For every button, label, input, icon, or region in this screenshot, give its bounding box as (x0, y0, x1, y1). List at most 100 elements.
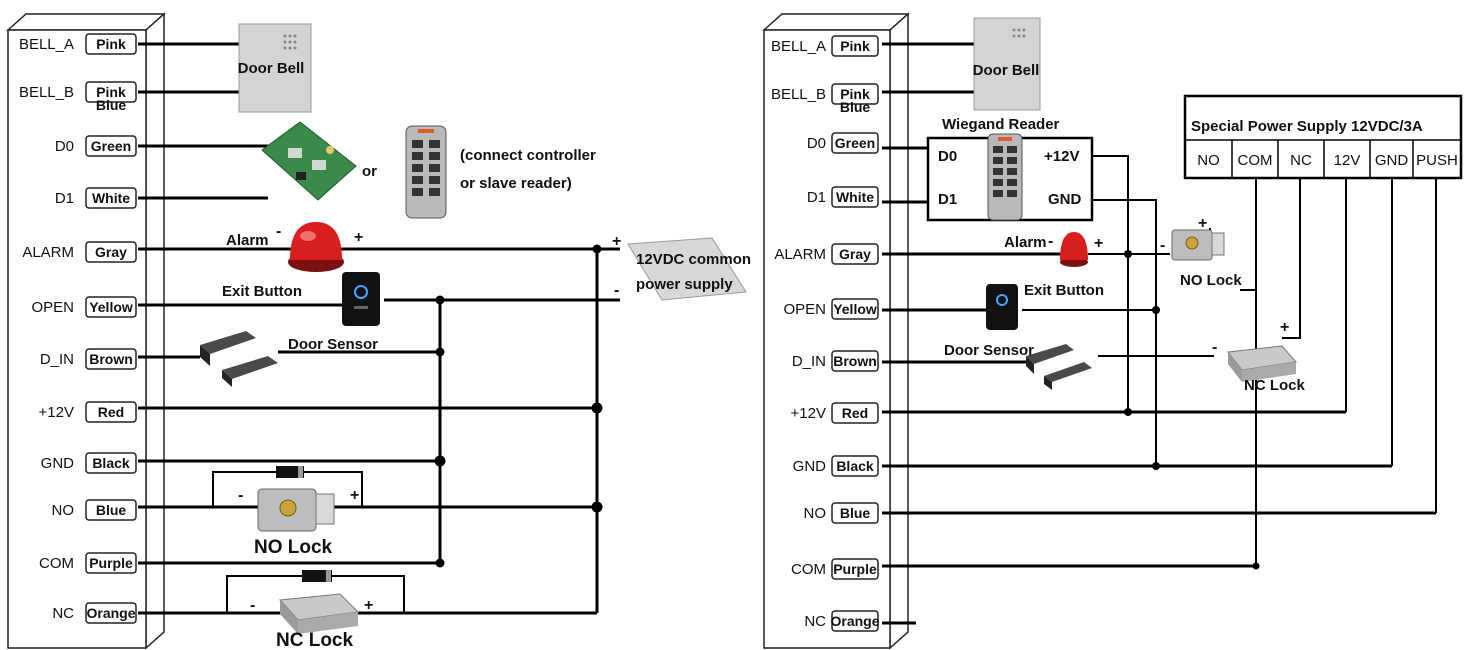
wire-color-label: Blue (96, 502, 127, 518)
wire-color-box (85, 187, 137, 209)
wiegand-d1-label: D1 (938, 191, 957, 208)
wire-color-label: Pink (96, 84, 126, 100)
terminal-name: COM (791, 561, 826, 578)
terminal-name: NC (52, 605, 74, 622)
door-sensor-icon (200, 331, 278, 387)
connect-note-line2: or slave reader) (460, 175, 572, 192)
terminal-row: NC Orange (52, 602, 137, 624)
terminal-name: ALARM (774, 246, 826, 263)
alarm-plus: + (354, 229, 363, 246)
connect-note-line1: (connect controller (460, 147, 596, 164)
alarm-label: Alarm (1004, 234, 1047, 251)
no-lock-plus: + (1198, 215, 1207, 232)
wire-color-label: Brown (89, 351, 133, 367)
terminal-name: COM (39, 555, 74, 572)
terminal-name: BELL_B (19, 84, 74, 101)
wire-color-box (85, 296, 137, 318)
wiegand-gnd-label: GND (1048, 191, 1082, 208)
controller-front-face (7, 29, 147, 649)
wire-color-box (831, 402, 879, 424)
door-bell-device: Door Bell (238, 23, 312, 113)
alarm-plus: + (1094, 235, 1103, 252)
nc-lock-minus: - (250, 597, 255, 614)
wire-color-label: Pink (96, 36, 126, 52)
wire-color-label: Black (836, 458, 874, 474)
terminal-name: BELL_B (771, 86, 826, 103)
terminal-name: OPEN (783, 301, 826, 318)
supply-plus: + (612, 233, 621, 250)
wire-color-label: Purple (89, 555, 133, 571)
common-power-supply-icon (627, 237, 747, 301)
wire-color-label: Yellow (833, 301, 877, 317)
door-sensor-icon (1026, 344, 1092, 390)
alarm-minus: - (1048, 233, 1053, 250)
controller-side-face (889, 12, 909, 650)
wiegand-title: Wiegand Reader (942, 116, 1060, 133)
supply-label-line2: power supply (636, 276, 733, 293)
exit-button-label: Exit Button (1024, 282, 1104, 299)
wire-color-box (831, 132, 879, 154)
wire-color-box (831, 455, 879, 477)
controller-top-face (6, 13, 166, 31)
wire-color-box (85, 241, 137, 263)
keypad-reader-icon (405, 125, 447, 219)
or-label: or (362, 163, 377, 180)
alarm-label: Alarm (226, 232, 269, 249)
supply-terminal-label: GND (1375, 152, 1409, 169)
wire-color-label: Gray (95, 244, 127, 260)
nc-lock-icon (1227, 345, 1297, 382)
left-junction-dots (434, 244, 603, 568)
controller-board-icon (261, 121, 357, 201)
wire-color-label: Pink (840, 86, 870, 102)
nc-lock-minus: - (1212, 339, 1217, 356)
controller-front-face (763, 29, 891, 649)
wiegand-keypad-icon (987, 133, 1023, 221)
wire-color-label: White (836, 189, 874, 205)
door-bell-device: Door Bell (973, 17, 1041, 111)
terminal-row: +12V Red (791, 402, 879, 424)
supply-minus: - (614, 282, 619, 299)
nc-lock-label: NC Lock (1244, 377, 1306, 394)
bell-b-second-wire-label: Blue (96, 97, 127, 113)
terminal-row: ALARM Gray (774, 243, 879, 265)
wire-color-label: Gray (839, 246, 871, 262)
terminal-name: +12V (791, 405, 826, 422)
wire-color-box (85, 33, 137, 55)
terminal-row: OPEN Yellow (783, 298, 879, 320)
wire-color-label: Green (835, 135, 875, 151)
terminal-name: BELL_A (19, 36, 74, 53)
door-bell-label: Door Bell (238, 60, 305, 77)
wire-color-box (85, 452, 137, 474)
terminal-name: D0 (55, 138, 74, 155)
exit-button-icon (986, 284, 1018, 330)
terminal-name: OPEN (31, 299, 74, 316)
controller-side-face (145, 12, 165, 650)
no-lock-label: NO Lock (254, 537, 333, 558)
terminal-name: NC (804, 613, 826, 630)
terminal-name: ALARM (22, 244, 74, 261)
alarm-minus: - (276, 223, 281, 240)
wire-color-box (85, 348, 137, 370)
terminal-row: BELL_A Pink (19, 33, 137, 55)
terminal-name: D1 (807, 189, 826, 206)
wire-color-label: Orange (86, 605, 135, 621)
wire-color-box (85, 81, 137, 103)
wire-color-box (831, 350, 879, 372)
nc-lock-plus: + (364, 597, 373, 614)
no-lock-plus: + (350, 487, 359, 504)
wire-color-label: Red (842, 405, 868, 421)
no-lock-label: NO Lock (1180, 272, 1242, 289)
door-sensor-label: Door Sensor (288, 336, 378, 353)
nc-lock-label: NC Lock (276, 630, 354, 650)
